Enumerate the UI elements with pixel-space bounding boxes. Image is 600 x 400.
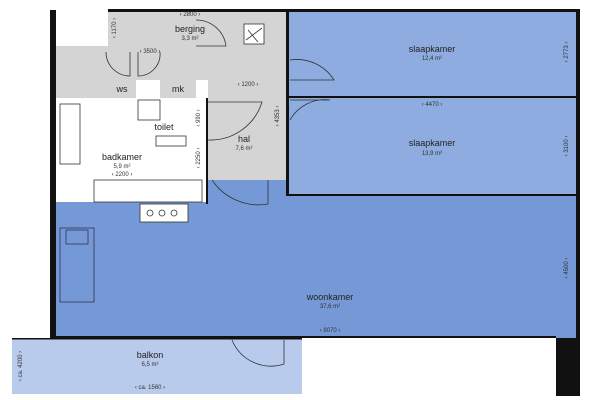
room-label-toilet: toilet xyxy=(154,122,174,132)
dim-berging-width: ‹ 2800 › xyxy=(180,12,201,18)
dim-slaapkamer-width: ‹ 4470 › xyxy=(422,102,443,108)
door-slaapkamer-2 xyxy=(289,99,331,121)
door-ws xyxy=(105,51,131,77)
door-mk xyxy=(137,51,161,77)
dim-balkon-width: ‹ ca. 1560 › xyxy=(135,385,165,391)
room-area-berging: 3,3 m² xyxy=(181,36,198,42)
room-label-mk: mk xyxy=(172,84,184,94)
wall-facade xyxy=(56,336,556,338)
dim-slaapkamer-2-depth: ‹ 3100 › xyxy=(564,136,570,157)
room-area-hal: 7,6 m² xyxy=(235,146,252,152)
washbasin xyxy=(155,135,187,147)
door-berging xyxy=(195,19,227,47)
bathtub xyxy=(93,179,203,203)
dim-woonkamer-depth: ‹ 4500 › xyxy=(564,258,570,279)
burner-icon xyxy=(158,209,166,217)
boiler-icon xyxy=(245,27,263,43)
kitchen-sink xyxy=(65,229,89,245)
room-label-hal: hal xyxy=(238,134,250,144)
dim-hal-depth: ‹ 4353 › xyxy=(275,106,281,127)
room-area-badkamer: 5,9 m² xyxy=(113,164,130,170)
dim-slaapkamer-1-depth: ‹ 2773 › xyxy=(564,42,570,63)
kitchen-counter xyxy=(59,227,95,303)
wall-left xyxy=(50,10,56,338)
dim-bad-depth: ‹ 2250 › xyxy=(196,148,202,169)
room-label-slaapkamer-1: slaapkamer xyxy=(409,44,456,54)
hal-room xyxy=(208,80,288,180)
mk-room xyxy=(160,80,196,98)
room-area-woonkamer: 37,6 m² xyxy=(320,304,340,310)
dim-woonkamer-width: ‹ 8070 › xyxy=(320,328,341,334)
room-label-balkon: balkon xyxy=(137,350,164,360)
dim-hall-width: ‹ 3500 › xyxy=(140,49,161,55)
toilet-bowl xyxy=(137,99,161,121)
dim-hal-width: ‹ 1200 › xyxy=(238,82,259,88)
door-slaapkamer-1 xyxy=(289,59,335,81)
room-area-balkon: 6,5 m² xyxy=(141,362,158,368)
room-area-slaapkamer-1: 12,4 m² xyxy=(422,56,442,62)
room-label-woonkamer: woonkamer xyxy=(306,292,354,302)
door-woonkamer xyxy=(211,179,269,206)
wall-bedroom-living xyxy=(288,194,578,196)
woonkamer-room xyxy=(56,180,578,338)
shower-area xyxy=(59,103,81,165)
cooktop xyxy=(139,203,189,223)
wall-top xyxy=(108,9,580,12)
slaapkamer-room-2 xyxy=(288,98,578,196)
dim-berging-depth: ‹ 1170 › xyxy=(112,18,118,38)
balkon-top-edge xyxy=(12,338,302,340)
room-label-badkamer: badkamer xyxy=(102,152,142,162)
room-area-slaapkamer-2: 13,9 m² xyxy=(422,151,442,157)
door-balkon xyxy=(231,339,285,367)
balkon-room xyxy=(12,338,302,394)
room-label-slaapkamer-2: slaapkamer xyxy=(409,138,456,148)
slaapkamer-room-1 xyxy=(288,12,578,98)
dim-balkon-depth: ‹ ca. 4200 › xyxy=(18,351,24,381)
wall-between-bedrooms xyxy=(288,96,578,98)
burner-icon xyxy=(170,209,178,217)
wall-bedrooms xyxy=(286,12,289,196)
ws-room xyxy=(96,80,136,98)
dim-badkamer-width: ‹ 2200 › xyxy=(112,172,133,178)
corridor-area xyxy=(56,46,288,80)
wall-bottom-right xyxy=(556,338,580,396)
room-label-berging: berging xyxy=(175,24,205,34)
burner-icon xyxy=(146,209,154,217)
dim-toilet-depth: ‹ 990 › xyxy=(196,109,202,126)
wall-badkamer-hal xyxy=(206,98,208,204)
door-hal xyxy=(207,101,263,141)
room-label-ws: ws xyxy=(116,84,128,94)
wall-right xyxy=(576,10,580,338)
